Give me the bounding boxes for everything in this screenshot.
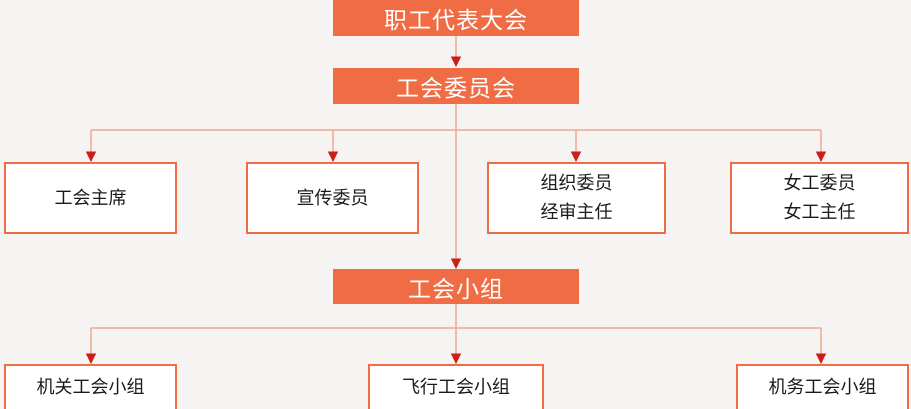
node-flight-group: 飞行工会小组 (368, 364, 544, 409)
node-women-worker-member-line-2: 女工主任 (783, 202, 856, 223)
node-women-worker-member-line-1: 女工委员 (783, 173, 856, 194)
node-workers-congress: 职工代表大会 (333, 0, 579, 36)
node-office-group: 机关工会小组 (4, 364, 177, 409)
node-organization-member-line-2: 经审主任 (540, 202, 613, 223)
node-organization-member: 组织委员 经审主任 (487, 162, 666, 234)
node-union-groups: 工会小组 (333, 269, 579, 304)
node-organization-member-line-1: 组织委员 (540, 173, 613, 194)
node-office-group-label: 机关工会小组 (36, 377, 145, 398)
node-maintenance-group: 机务工会小组 (736, 364, 909, 409)
node-women-worker-member: 女工委员 女工主任 (730, 162, 909, 234)
node-flight-group-label: 飞行工会小组 (402, 377, 510, 398)
node-union-committee: 工会委员会 (333, 68, 579, 104)
node-workers-congress-label: 职工代表大会 (384, 8, 528, 34)
node-union-chairman: 工会主席 (4, 162, 177, 234)
node-maintenance-group-label: 机务工会小组 (768, 377, 877, 398)
node-publicity-member: 宣传委员 (246, 162, 419, 234)
node-union-groups-label: 工会小组 (408, 276, 504, 303)
node-union-committee-label: 工会委员会 (396, 76, 516, 102)
node-union-chairman-label: 工会主席 (54, 187, 127, 209)
node-publicity-member-label: 宣传委员 (296, 187, 369, 209)
